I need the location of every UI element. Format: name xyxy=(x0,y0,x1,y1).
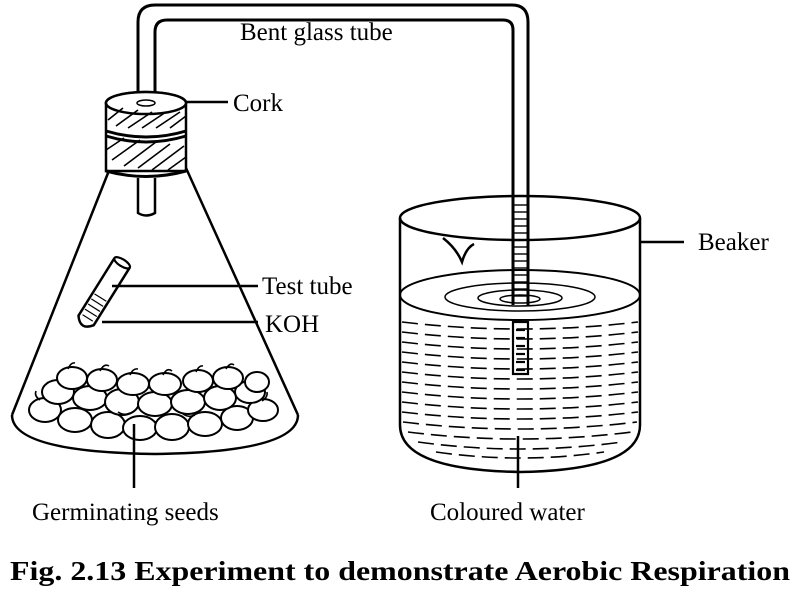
label-germinating-seeds: Germinating seeds xyxy=(32,499,219,526)
label-coloured-water: Coloured water xyxy=(430,499,585,526)
coloured-water-surface xyxy=(399,269,641,321)
cork xyxy=(104,90,188,178)
coloured-water xyxy=(401,321,639,459)
conical-flask xyxy=(10,167,300,456)
risen-water-column xyxy=(511,320,530,376)
beaker-spout xyxy=(442,237,475,266)
figure-caption: Fig. 2.13 Experiment to demonstrate Aero… xyxy=(10,556,790,586)
test-tube xyxy=(77,256,132,328)
label-bent-glass-tube: Bent glass tube xyxy=(240,19,393,46)
leader-lines xyxy=(102,100,684,488)
label-test-tube: Test tube xyxy=(262,273,353,300)
germinating-seeds xyxy=(28,362,279,441)
koh-solution xyxy=(82,293,107,322)
label-beaker: Beaker xyxy=(698,229,769,256)
inner-glass-tube xyxy=(136,178,157,217)
label-koh: KOH xyxy=(265,311,319,338)
label-cork: Cork xyxy=(233,90,284,117)
beaker xyxy=(398,194,642,474)
bent-glass-tube xyxy=(136,3,530,305)
